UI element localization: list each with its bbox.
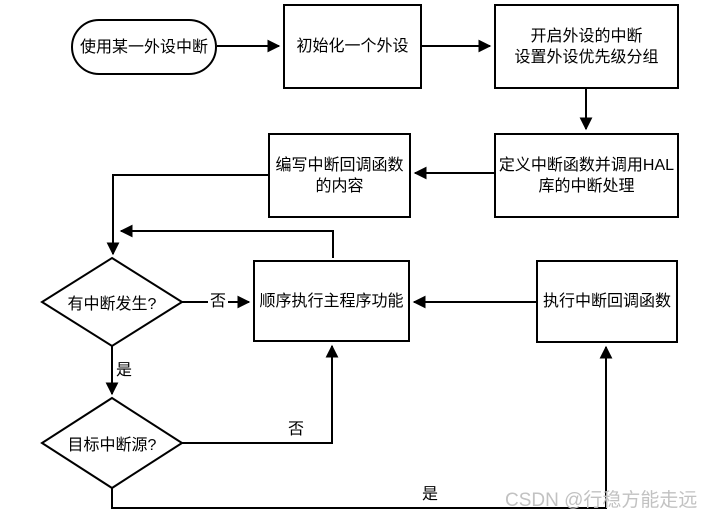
decision-target-source: 目标中断源?: [42, 398, 182, 488]
node-define-handler: 定义中断函数并调用HAL 库的中断处理: [494, 133, 679, 218]
decision-interrupt-occurred: 有中断发生?: [42, 258, 182, 346]
edge-label-decision2-no: 否: [288, 421, 305, 438]
edge-main-loopback: [119, 224, 334, 258]
decision-interrupt-occurred-label: 有中断发生?: [67, 296, 157, 313]
node-write-line2: 的内容: [315, 177, 364, 195]
node-main-program: 顺序执行主程序功能: [253, 260, 410, 342]
decision-target-source-shape: [40, 396, 184, 490]
node-define-line1: 定义中断函数并调用HAL: [498, 156, 675, 174]
edge-label-decision1-yes: 是: [116, 362, 133, 379]
node-start: 使用某一外设中断: [71, 19, 217, 75]
node-enable-interrupt: 开启外设的中断 设置外设优先级分组: [494, 4, 679, 89]
node-init-label: 初始化一个外设: [296, 38, 409, 55]
edge-decision2-no-to-main: [182, 344, 339, 444]
node-define-line2: 库的中断处理: [538, 177, 635, 195]
node-main-program-label: 顺序执行主程序功能: [259, 292, 404, 310]
edge-label-decision2-yes: 是: [422, 486, 439, 503]
node-write-callback: 编写中断回调函数 的内容: [268, 133, 411, 218]
node-enable-line2: 设置外设优先级分组: [514, 48, 659, 66]
node-enable-line1: 开启外设的中断: [530, 27, 643, 45]
edge-write-to-decision1: [106, 174, 268, 256]
node-start-label: 使用某一外设中断: [79, 38, 208, 56]
edge-label-decision1-no: 否: [208, 292, 229, 312]
node-write-line1: 编写中断回调函数: [275, 156, 404, 174]
node-execute-callback-label: 执行中断回调函数: [542, 293, 671, 310]
node-init-peripheral: 初始化一个外设: [283, 4, 422, 89]
decision-interrupt-occurred-shape: [40, 256, 184, 348]
node-execute-callback: 执行中断回调函数: [536, 260, 678, 343]
decision-target-source-label: 目标中断源?: [67, 437, 157, 454]
edge-decision2-yes-to-execute: [111, 345, 613, 509]
watermark: CSDN @行稳方能走远: [505, 490, 698, 511]
